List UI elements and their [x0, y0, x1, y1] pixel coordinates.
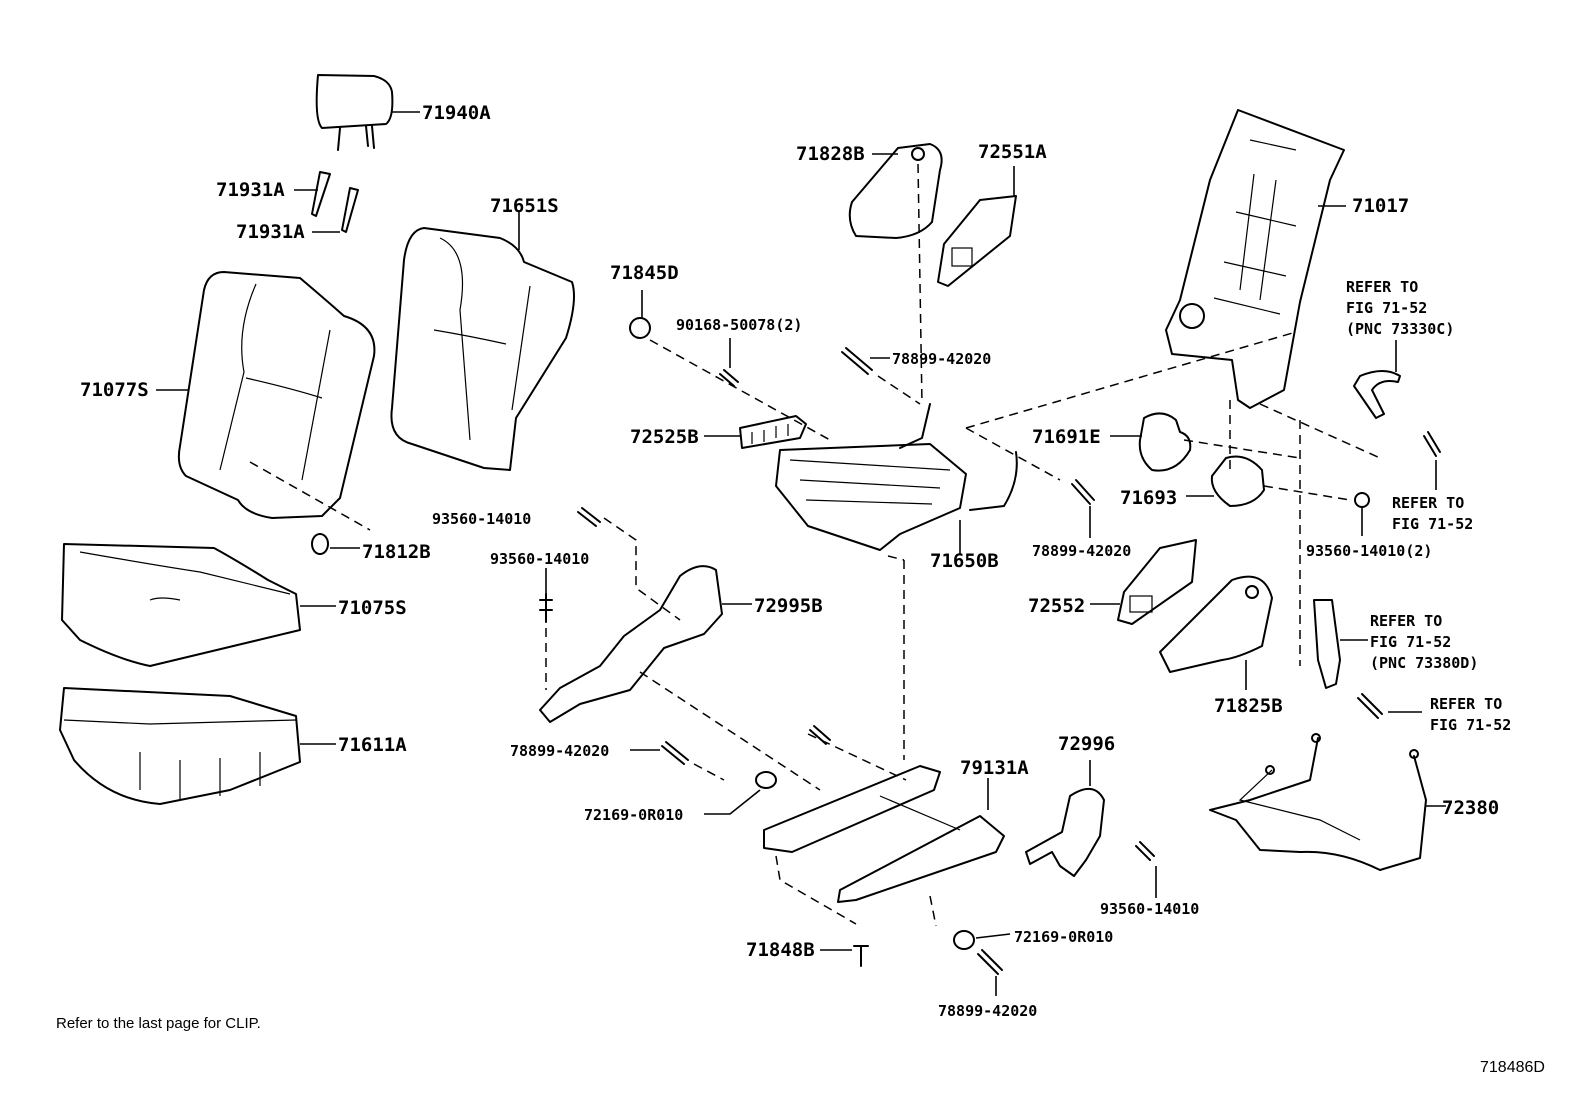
- bolt-78899-d-part: [1071, 479, 1095, 538]
- label-72552: 72552: [1028, 595, 1085, 617]
- washer-72169-a-part: [704, 771, 777, 815]
- label-78899-42020-a: 78899-42020: [510, 742, 609, 760]
- headrest-guide-part: [294, 171, 359, 233]
- bolt-93560-a-part: [577, 507, 681, 621]
- bracket-part: [539, 565, 821, 791]
- clip-71848B-part: [820, 945, 869, 967]
- refer-block-1-line2: FIG 71-52: [1346, 299, 1427, 317]
- figure-id: 718486D: [1480, 1059, 1545, 1076]
- seatback-cover-part: [390, 212, 575, 471]
- refer-block-3-line2: FIG 71-52: [1370, 633, 1451, 651]
- cushion-cover-part: [61, 543, 336, 667]
- cover-72552-part: [1090, 539, 1197, 625]
- inner-cover-part: [937, 166, 1017, 287]
- label-93560-14010-b: 93560-14010: [490, 550, 589, 568]
- label-71828B: 71828B: [796, 143, 865, 165]
- recliner-72996-part: [1025, 760, 1105, 877]
- seat-track-part: [763, 560, 1005, 927]
- recliner-cover-part: [848, 143, 943, 405]
- cushion-pad-part: [59, 687, 336, 805]
- bolt-93560-c-part: [1135, 841, 1157, 898]
- nut-93560-d-part: [1354, 492, 1370, 536]
- label-72551A: 72551A: [978, 141, 1047, 163]
- hinge-cover-71693-part: [1186, 455, 1351, 507]
- seatback-frame-part: [965, 109, 1381, 666]
- label-72169-0R010-b: 72169-0R010: [1014, 928, 1113, 946]
- label-71611A: 71611A: [338, 734, 407, 756]
- label-71825B: 71825B: [1214, 695, 1283, 717]
- recliner-cover-71825B-part: [1159, 575, 1273, 690]
- label-72525B: 72525B: [630, 426, 699, 448]
- cushion-clip-part: [249, 461, 371, 555]
- bolt-93560-b-part: [539, 568, 553, 690]
- label-90168-50078: 90168-50078(2): [676, 316, 802, 334]
- armrest-part: [704, 415, 807, 449]
- label-72169-0R010-a: 72169-0R010: [584, 806, 683, 824]
- label-72380: 72380: [1442, 797, 1499, 819]
- label-71650B: 71650B: [930, 550, 999, 572]
- cable-part: [1209, 733, 1446, 871]
- footer-note: Refer to the last page for CLIP.: [56, 1015, 261, 1032]
- belt-retractor-part: [1353, 340, 1401, 419]
- hinge-cover-71691E-part: [1110, 412, 1301, 472]
- washer-72169-b-part: [953, 930, 1011, 950]
- label-93560-14010-c: 93560-14010: [1100, 900, 1199, 918]
- refer-block-4-line1: REFER TO: [1430, 695, 1502, 713]
- refer-block-1-line3: (PNC 73330C): [1346, 320, 1454, 338]
- label-78899-42020-d: 78899-42020: [1032, 542, 1131, 560]
- seat-frame-part: [775, 403, 1061, 561]
- label-71691E: 71691E: [1032, 426, 1101, 448]
- label-72995B: 72995B: [754, 595, 823, 617]
- label-78899-42020-b: 78899-42020: [892, 350, 991, 368]
- label-71077S: 71077S: [80, 379, 149, 401]
- label-71940A: 71940A: [422, 102, 491, 124]
- label-71845D: 71845D: [610, 262, 679, 284]
- label-93560-14010-a: 93560-14010: [432, 510, 531, 528]
- screw-78899-b-part: [841, 347, 921, 405]
- label-72996: 72996: [1058, 733, 1115, 755]
- refer-block-1-line1: REFER TO: [1346, 278, 1418, 296]
- bolt-78899-c-part: [977, 949, 1003, 996]
- refer-block-2-line1: REFER TO: [1392, 494, 1464, 512]
- label-71693: 71693: [1120, 487, 1177, 509]
- label-71017: 71017: [1352, 195, 1409, 217]
- bolt-refer-a-part: [1423, 431, 1441, 490]
- refer-block-3-line3: (PNC 73380D): [1370, 654, 1478, 672]
- label-71848B: 71848B: [746, 939, 815, 961]
- seat-buckle-part: [1313, 599, 1368, 689]
- label-78899-42020-c: 78899-42020: [938, 1002, 1037, 1020]
- label-71812B: 71812B: [362, 541, 431, 563]
- refer-block-4-line2: FIG 71-52: [1430, 716, 1511, 734]
- screw-90168-part: [719, 338, 739, 387]
- bolt-78899-a-part: [630, 741, 725, 781]
- bolt-79131-part: [809, 725, 831, 745]
- label-93560-14010-d: 93560-14010(2): [1306, 542, 1432, 560]
- bolt-refer-b-part: [1357, 693, 1422, 719]
- label-71931A-2: 71931A: [236, 221, 305, 243]
- label-79131A: 79131A: [960, 757, 1029, 779]
- refer-block-2-line2: FIG 71-52: [1392, 515, 1473, 533]
- refer-block-3-line1: REFER TO: [1370, 612, 1442, 630]
- seatback-pad-part: [156, 271, 376, 519]
- label-71931A-1: 71931A: [216, 179, 285, 201]
- knob-part: [629, 290, 831, 441]
- headrest-part: [315, 74, 420, 151]
- label-71075S: 71075S: [338, 597, 407, 619]
- label-71651S: 71651S: [490, 195, 559, 217]
